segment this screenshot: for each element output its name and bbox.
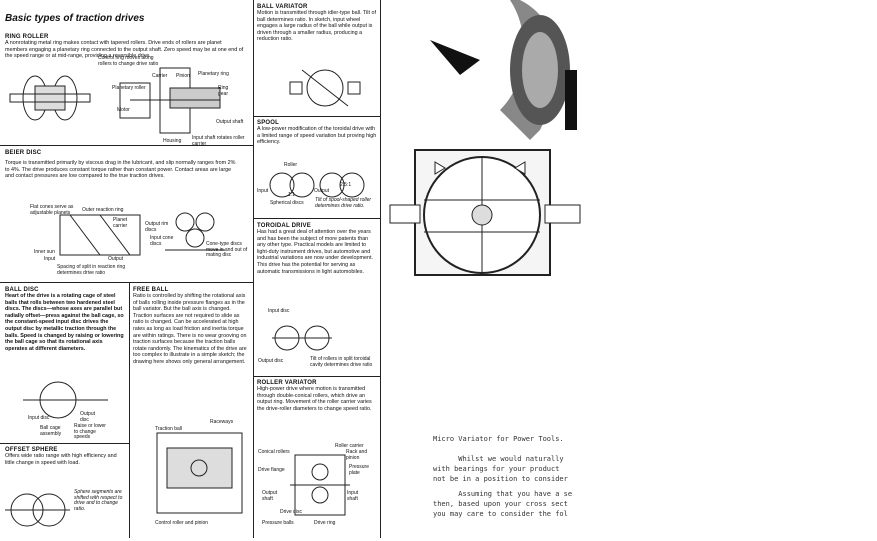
ring-roller-label-3: Planetary ring (198, 72, 229, 78)
spool-label-3: Output (314, 189, 329, 195)
roller-variator-label-3: Drive flange (258, 468, 285, 474)
ball-variator-section: BALL VARIATOR Motion is transmitted thro… (257, 4, 377, 43)
page-title: Basic types of traction drives (5, 13, 249, 24)
spool-label-6: Tilt of spool-shaped roller determines d… (315, 198, 377, 209)
ring-roller-section: Basic types of traction drives RING ROLL… (5, 3, 249, 60)
beier-label-4: Input cone discs (150, 236, 178, 247)
spool-label-2: 1:1 (288, 193, 295, 199)
ball-disc-label-2: Ball cage assembly (40, 426, 70, 437)
offset-sphere-section: OFFSET SPHERE Offers wide ratio range wi… (5, 447, 126, 466)
roller-variator-label-2: Rack and pinion (346, 450, 374, 461)
typed-note-line-3: with bearings for your product (433, 465, 559, 473)
spool-illustration (262, 170, 372, 200)
typed-note-line-7: you may care to consider the fol (433, 510, 568, 518)
toroidal-label-0: Input disc (268, 309, 289, 315)
roller-variator-body: High-power drive where motion is transmi… (257, 386, 377, 412)
free-ball-label-2: Control roller and pinion (155, 521, 208, 527)
beier-label-6: Inner sun (34, 250, 55, 256)
beier-label-8: Output (108, 257, 123, 263)
typed-note-line-1: Micro Variator for Power Tools. (433, 435, 564, 443)
ring-roller-label-7: Output shaft (216, 120, 244, 126)
typed-note-line-4: not be in a position to consider (433, 475, 568, 483)
ring-roller-label-8: Housing (163, 139, 181, 145)
ball-disc-body: Heart of the drive is a rotating cage of… (5, 293, 126, 352)
roller-variator-label-4: Pressure plate (349, 465, 375, 476)
typed-note-line-5: Assuming that you have a se (433, 490, 572, 498)
toroidal-illustration (272, 318, 332, 358)
free-ball-illustration (152, 428, 247, 518)
ball-variator-body: Motion is transmitted through idler-type… (257, 10, 377, 43)
free-ball-section: FREE BALL Ratio is controlled by shiftin… (133, 287, 250, 366)
roller-variator-label-8: Pressure balls (262, 521, 294, 527)
ball-disc-section: BALL DISC Heart of the drive is a rotati… (5, 287, 126, 352)
beier-label-9: Spacing of split in reaction ring determ… (57, 265, 137, 276)
traction-drives-sheet: Basic types of traction drives RING ROLL… (0, 0, 381, 538)
toroidal-label-1: Output disc (258, 359, 283, 365)
spool-label-0: Roller (284, 163, 297, 169)
ring-roller-label-9: Input shaft rotates roller carrier (192, 136, 252, 147)
offset-sphere-caption: Sphere segments are shifted with respect… (74, 490, 126, 512)
spool-section: SPOOL A low-power modification of the to… (257, 120, 377, 146)
beier-label-7: Input (44, 257, 55, 263)
roller-variator-label-7: Drive disc (280, 510, 302, 516)
offset-sphere-illustration (5, 488, 70, 533)
ring-roller-label-2: Pinion (176, 74, 190, 80)
free-ball-label-1: Raceways (210, 420, 233, 426)
ring-roller-label-6: Motor (117, 108, 130, 114)
beier-label-5: Cone-type discs move in and out of matin… (206, 242, 250, 259)
beier-disc-heading: BEIER DISC (5, 150, 249, 156)
ball-variator-illustration (290, 62, 360, 114)
ring-roller-label-4: Planetary roller (112, 86, 146, 92)
typed-note-line-6: then, based upon your cross sect (433, 500, 568, 508)
ball-disc-label-0: Input disc (28, 416, 50, 422)
beier-disc-body: Torque is transmitted primarily by visco… (5, 160, 241, 180)
ball-disc-label-3: Raise or lower to change speeds (74, 424, 108, 441)
spool-label-1: Input (257, 189, 268, 195)
ring-roller-label-0: Control ring moves along rollers to chan… (98, 56, 168, 67)
beier-label-0: Flat cones serve as adjustable planets (30, 205, 90, 216)
roller-variator-label-1: Conical rollers (258, 450, 290, 456)
beier-label-2: Planet carrier (113, 218, 135, 229)
ring-roller-label-1: Carrier (152, 74, 167, 80)
typed-note-line-2: Whilst we would naturally (433, 455, 564, 463)
toroidal-body: Has had a great deal of attention over t… (257, 229, 377, 275)
free-ball-label-0: Traction ball (155, 427, 182, 433)
roller-variator-label-6: Input shaft (347, 491, 369, 502)
beier-label-3: Output rim discs (145, 222, 169, 233)
roller-variator-label-9: Drive ring (314, 521, 335, 527)
beier-label-1: Outer reaction ring (82, 208, 123, 214)
spool-body: A low-power modification of the toroidal… (257, 126, 377, 146)
beier-disc-section: BEIER DISC Torque is transmitted primari… (5, 150, 249, 180)
spool-label-5: Spherical discs (270, 201, 304, 207)
ring-roller-label-5: Ring gear (218, 86, 236, 97)
roller-variator-label-5: Output shaft (262, 491, 286, 502)
free-ball-body: Ratio is controlled by shifting the rota… (133, 293, 250, 366)
spool-label-4: 2.5:1 (340, 183, 351, 189)
toroidal-drive-section: TOROIDAL DRIVE Has had a great deal of a… (257, 223, 377, 275)
toroidal-label-2: Tilt of rollers in split toroidal cavity… (310, 357, 378, 368)
offset-sphere-body: Offers wide ratio range with high effici… (5, 453, 126, 466)
variator-photo (390, 0, 877, 300)
roller-variator-section: ROLLER VARIATOR High-power drive where m… (257, 380, 377, 412)
ball-disc-label-1: Output disc (80, 412, 102, 423)
